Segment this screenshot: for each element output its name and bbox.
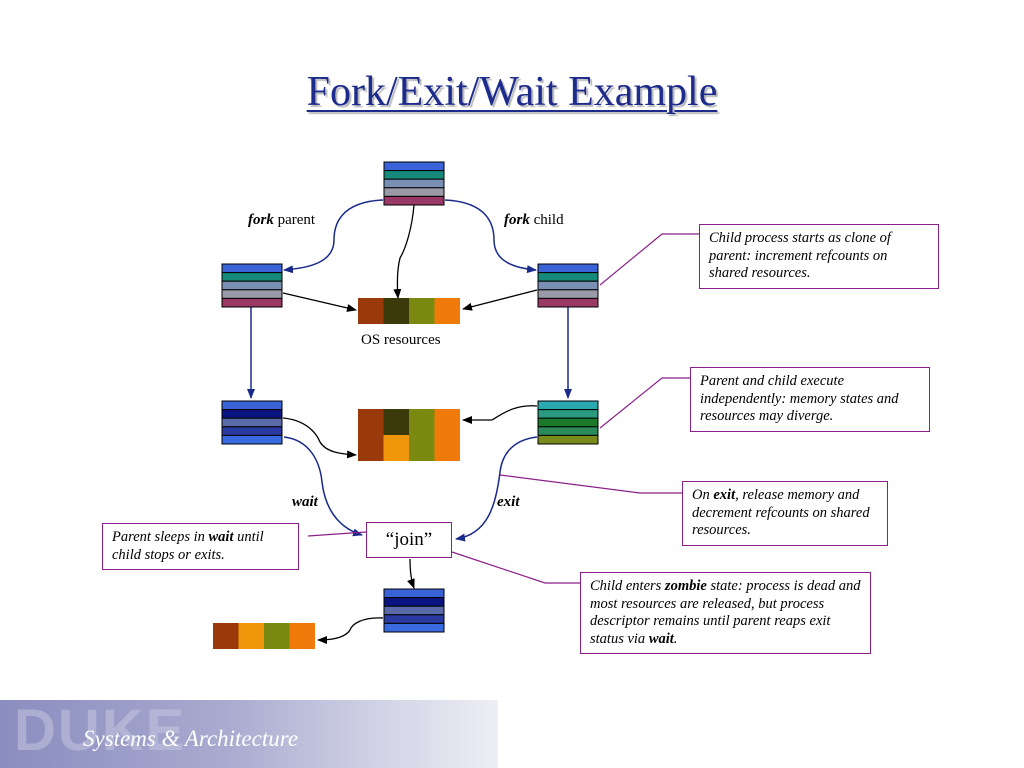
os-resources-diverged xyxy=(358,409,460,461)
stack-layer xyxy=(221,289,283,299)
initial-to-resources-arrow xyxy=(393,204,415,299)
resource-cell xyxy=(383,435,409,461)
os-resources-final xyxy=(213,623,315,649)
stack-layer xyxy=(221,272,283,282)
stack-layer xyxy=(537,289,599,299)
resource-cell xyxy=(409,409,435,435)
wait-keyword: wait xyxy=(208,529,234,545)
resource-cell xyxy=(434,298,460,324)
final-process-stack xyxy=(383,588,445,633)
fork-child-arrow xyxy=(444,199,537,274)
resource-cell xyxy=(358,409,384,435)
os-resources-shared xyxy=(358,298,460,324)
callout-line-independent xyxy=(599,377,690,429)
child-process-stack xyxy=(537,263,599,308)
exit-keyword: exit xyxy=(713,487,736,503)
resource-cell xyxy=(383,298,409,324)
stack-layer xyxy=(537,417,599,428)
callout-line-child-clone xyxy=(599,233,699,286)
note-child-clone: Child process starts as clone of parent:… xyxy=(699,224,939,289)
stack-layer xyxy=(537,263,599,274)
exit-label: exit xyxy=(497,494,520,510)
child-to-resources-arrow xyxy=(462,289,538,311)
stack-layer xyxy=(221,263,283,274)
stack-layer xyxy=(537,400,599,411)
stack-layer xyxy=(383,170,445,180)
stack-layer xyxy=(537,426,599,436)
fork-child-label: fork child xyxy=(504,212,564,229)
stack-layer xyxy=(383,597,445,607)
fork-child-rest: child xyxy=(529,212,564,228)
stack-layer xyxy=(383,161,445,172)
callout-line-exit xyxy=(499,474,682,494)
resource-cell xyxy=(409,298,435,324)
stack-layer xyxy=(221,297,283,308)
duke-watermark-logo: DUKE xyxy=(14,698,187,763)
resource-cell xyxy=(358,435,384,461)
wait-label: wait xyxy=(292,494,318,510)
resource-cell xyxy=(238,623,264,649)
zombie-keyword: zombie xyxy=(664,578,707,594)
resource-cell xyxy=(383,409,409,435)
fork-parent-label: fork parent xyxy=(248,212,315,229)
resource-cell xyxy=(434,435,460,461)
stack-layer xyxy=(383,605,445,616)
initial-process-stack xyxy=(383,161,445,206)
flow-arrows xyxy=(247,199,572,542)
join-to-final-arrow xyxy=(407,558,415,589)
parent-diverged-stack xyxy=(221,400,283,445)
stack-layer xyxy=(537,280,599,291)
join-box: “join” xyxy=(366,522,452,558)
stack-layer xyxy=(537,409,599,419)
fork-keyword: fork xyxy=(504,212,530,228)
os-resources-label: OS resources xyxy=(361,332,441,348)
stack-layer xyxy=(383,588,445,599)
stack-layer xyxy=(537,434,599,445)
slide-title: Fork/Exit/Wait Example xyxy=(306,69,718,115)
note-zombie: Child enters zombie state: process is de… xyxy=(580,572,871,654)
child-diverged-stack xyxy=(537,400,599,445)
fork-parent-rest: parent xyxy=(273,212,316,228)
process-diagram xyxy=(213,161,699,649)
resource-cell xyxy=(358,298,384,324)
resource-cell xyxy=(289,623,315,649)
final-to-resources-arrow xyxy=(317,617,384,644)
resource-cell xyxy=(409,435,435,461)
parent-process-stack xyxy=(221,263,283,308)
stack-layer xyxy=(383,178,445,189)
stack-layer xyxy=(221,426,283,436)
footer-band xyxy=(0,700,498,768)
stack-layer xyxy=(383,622,445,633)
stack-layer xyxy=(383,195,445,206)
stack-layer xyxy=(383,614,445,624)
resource-cell xyxy=(264,623,290,649)
parent-diverged-to-resources-arrow xyxy=(282,417,357,459)
note-independent: Parent and child execute independently: … xyxy=(690,367,930,432)
note-exit: On exit, release memory and decrement re… xyxy=(682,481,888,546)
stack-layer xyxy=(383,187,445,197)
exit-arrow xyxy=(455,436,538,542)
callout-line-parent-sleeps xyxy=(307,531,367,537)
stack-layer xyxy=(221,400,283,411)
stack-layer xyxy=(537,272,599,282)
wait-arrow xyxy=(283,436,363,537)
callout-line-zombie xyxy=(451,551,580,584)
wait-keyword: wait xyxy=(648,630,674,647)
parent-to-resources-arrow xyxy=(282,292,357,312)
note-parent-sleeps: Parent sleeps in wait until child stops … xyxy=(102,523,299,570)
resource-cell xyxy=(213,623,239,649)
stack-layer xyxy=(221,409,283,419)
footer-text: Systems & Architecture xyxy=(83,726,299,751)
child-diverged-to-resources-arrow xyxy=(462,405,538,424)
resource-cell xyxy=(434,409,460,435)
resource-arrows xyxy=(282,204,538,644)
fork-keyword: fork xyxy=(248,212,274,228)
fork-parent-arrow xyxy=(283,199,384,274)
stack-layer xyxy=(221,434,283,445)
stack-layer xyxy=(221,417,283,428)
stack-layer xyxy=(537,297,599,308)
stack-layer xyxy=(221,280,283,291)
callout-lines xyxy=(307,233,699,584)
